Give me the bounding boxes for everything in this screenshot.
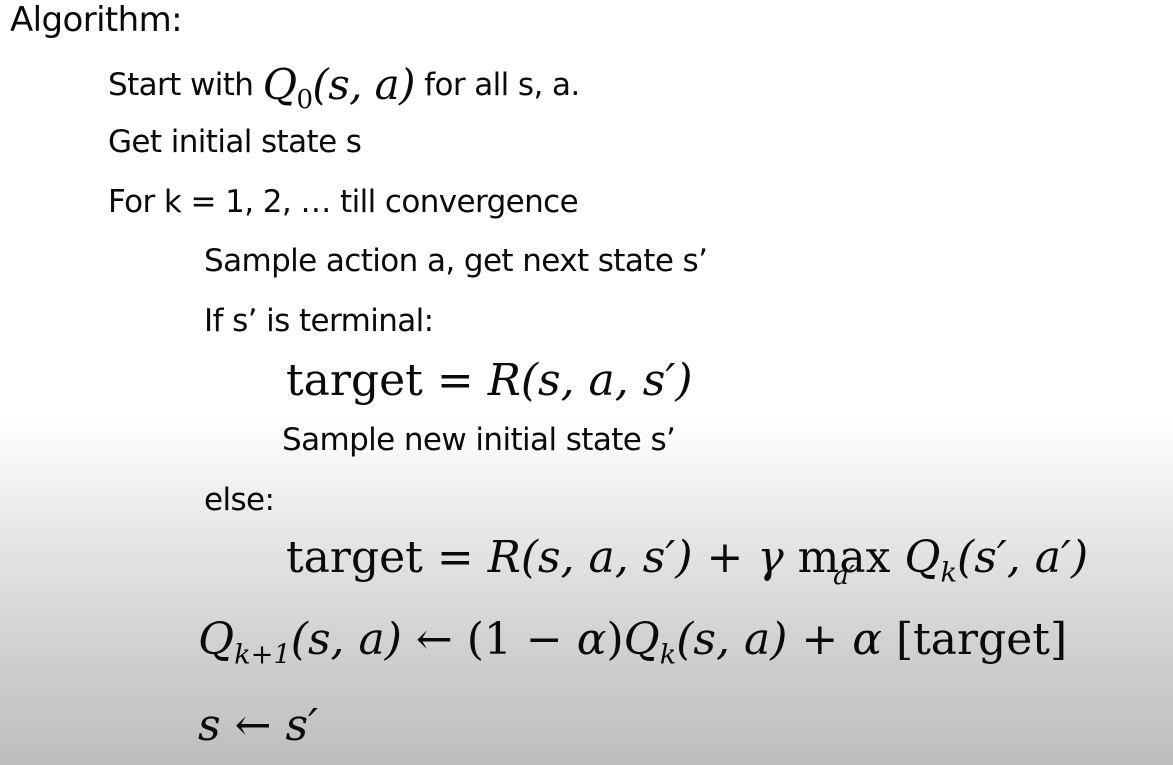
step-init-q: Start with Q0(s, a) for all s, a. bbox=[108, 60, 580, 115]
algorithm-heading: Algorithm: bbox=[10, 0, 183, 40]
step-sample-new-state: Sample new initial state s’ bbox=[282, 422, 676, 458]
step-loop: For k = 1, 2, … till convergence bbox=[108, 184, 579, 220]
formula-state-update: s ← s′ bbox=[198, 700, 319, 751]
step-text: Start with bbox=[108, 67, 263, 103]
step-if-terminal: If s’ is terminal: bbox=[204, 303, 434, 339]
q0-formula: Q0(s, a) bbox=[262, 60, 416, 116]
step-initial-state: Get initial state s bbox=[108, 124, 362, 160]
step-text: for all s, a. bbox=[414, 67, 580, 103]
formula-terminal-target: target = R(s, a, s′) bbox=[286, 355, 693, 406]
formula-q-update: Qk+1(s, a) ← (1 − α)Qk(s, a) + α [target… bbox=[198, 614, 1068, 671]
step-else: else: bbox=[204, 482, 275, 518]
step-sample-action: Sample action a, get next state s’ bbox=[204, 243, 708, 279]
